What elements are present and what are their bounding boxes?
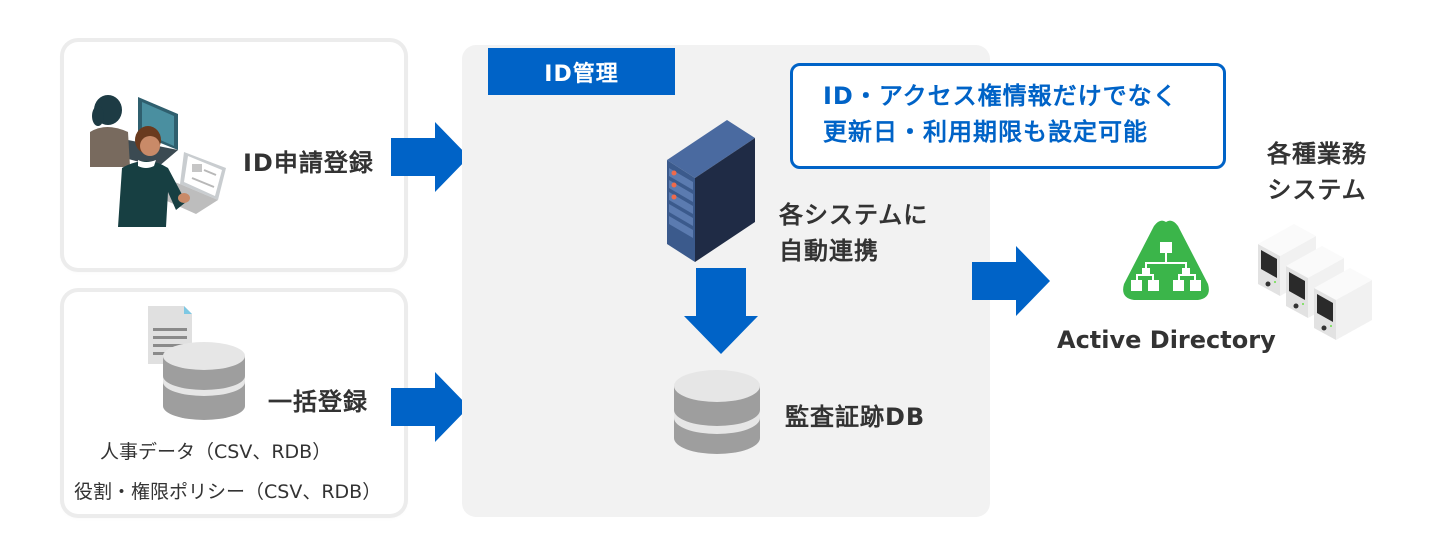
- arrow-right-icon: [972, 246, 1052, 316]
- database-icon: [672, 364, 762, 458]
- active-directory-label: Active Directory: [1057, 326, 1276, 354]
- id-management-title: ID管理: [488, 48, 675, 95]
- business-systems-label: 各種業務 システム: [1262, 136, 1372, 208]
- auto-sync-line: 各システムに: [779, 201, 929, 229]
- auto-sync-line: 自動連携: [779, 237, 879, 265]
- source-hr-data: 人事データ（CSV、RDB）: [100, 441, 332, 463]
- active-directory-icon: [1120, 218, 1212, 302]
- business-systems-line: システム: [1267, 176, 1367, 204]
- business-systems-line: 各種業務: [1267, 140, 1367, 168]
- arrow-down-icon: [682, 268, 760, 354]
- people-computer-icon: [88, 92, 228, 227]
- arrow-right-icon: [391, 372, 471, 442]
- arrow-right-icon: [391, 122, 471, 192]
- callout-line: 更新日・利用期限も設定可能: [823, 118, 1148, 146]
- feature-callout: ID・アクセス権情報だけでなく 更新日・利用期限も設定可能: [790, 63, 1226, 169]
- id-application-label: ID申請登録: [243, 149, 374, 177]
- bulk-registration-label: 一括登録: [268, 388, 368, 416]
- auto-sync-label: 各システムに 自動連携: [779, 197, 928, 269]
- server-stack-icon: [1258, 224, 1378, 340]
- document-database-icon: [148, 306, 253, 424]
- audit-db-label: 監査証跡DB: [785, 403, 926, 431]
- callout-line: ID・アクセス権情報だけでなく: [823, 82, 1178, 110]
- server-tower-icon: [667, 120, 755, 262]
- source-role-policy: 役割・権限ポリシー（CSV、RDB）: [74, 481, 382, 503]
